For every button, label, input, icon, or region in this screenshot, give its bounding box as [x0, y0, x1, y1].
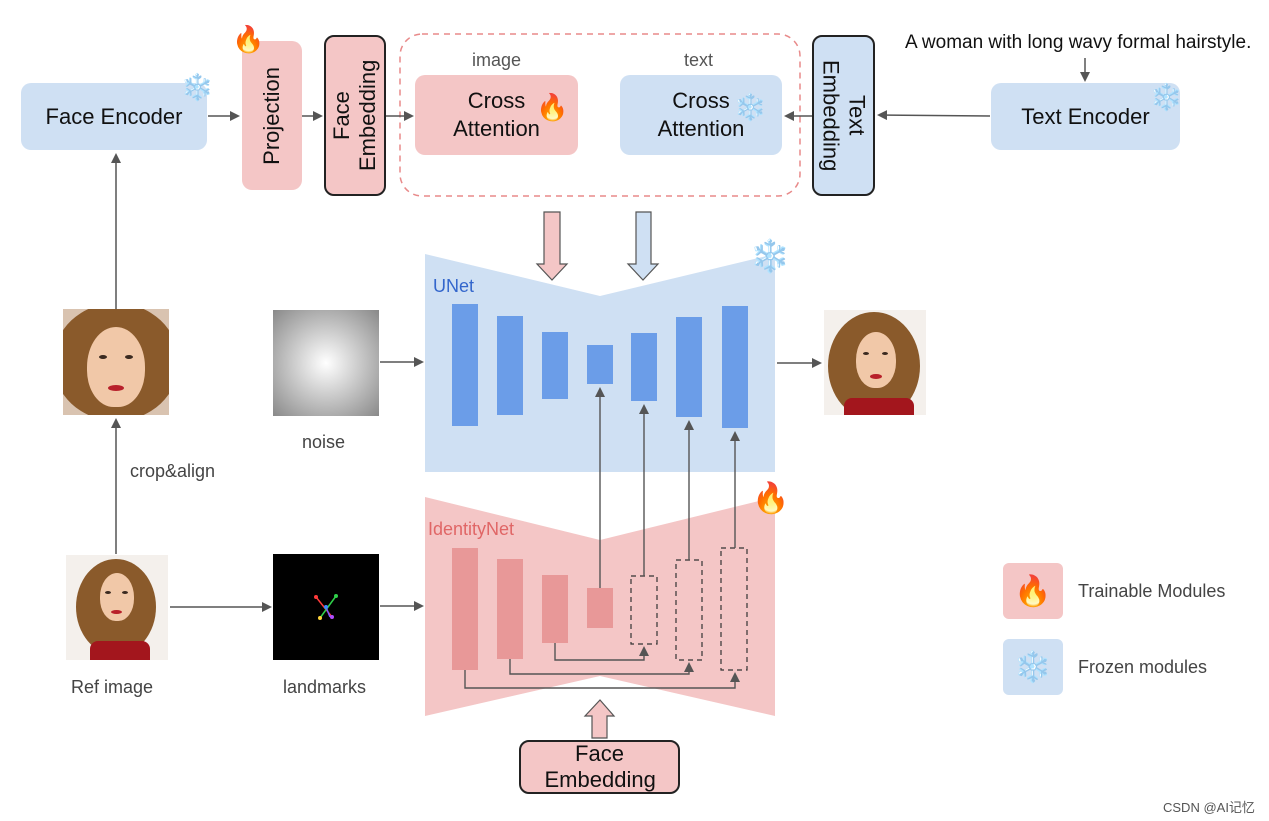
- fire-icon: 🔥: [536, 92, 569, 122]
- unet-label: UNet: [433, 276, 475, 296]
- aligned-face-image: [63, 309, 169, 415]
- snowflake-icon: ❄️: [750, 238, 790, 274]
- noise-label: noise: [302, 432, 346, 452]
- identitynet-bars: [452, 548, 613, 670]
- identity-bar: [452, 548, 478, 670]
- cross-attention-image-label: Cross Attention: [453, 88, 540, 141]
- cross-attention-image-box: Cross Attention: [415, 75, 578, 155]
- unet-bar: [452, 304, 478, 426]
- unet-bar: [497, 316, 523, 415]
- text-encoder-label: Text Encoder: [1021, 103, 1150, 129]
- legend-trainable-label: Trainable Modules: [1078, 581, 1226, 601]
- identity-bar: [542, 575, 568, 643]
- identity-dashed-bar: [720, 547, 748, 671]
- identity-bar: [497, 559, 523, 659]
- face-encoder-box: Face Encoder: [21, 83, 207, 150]
- unet-bar: [542, 332, 568, 399]
- cross-attention-group: [399, 33, 801, 197]
- residual-arrows: [595, 387, 740, 588]
- unet-bar: [631, 333, 657, 401]
- ref-face-image: [66, 555, 168, 660]
- text-label: text: [684, 50, 714, 70]
- face-encoder-label: Face Encoder: [45, 103, 183, 129]
- landmarks-label: landmarks: [283, 677, 367, 697]
- face-embedding-bottom-label: Face Embedding: [544, 741, 656, 792]
- face-embedding-top-label: Face Embedding: [329, 59, 380, 172]
- fire-icon: 🔥: [752, 482, 790, 515]
- noise-image: [273, 310, 379, 416]
- legend-trainable-swatch: 🔥: [1003, 563, 1063, 619]
- text-embedding-label: Text Embedding: [818, 59, 870, 172]
- snowflake-icon: ❄️: [181, 72, 214, 102]
- cross-attention-text-label: Cross Attention: [657, 88, 745, 141]
- legend-frozen-label: Frozen modules: [1078, 657, 1208, 677]
- image-attention-arrow: [535, 211, 569, 281]
- crop-align-label: crop&align: [130, 461, 216, 481]
- identity-skip-lines: [464, 643, 740, 689]
- prompt-text: A woman with long wavy formal hairstyle.: [905, 32, 1252, 53]
- unet-bar: [587, 345, 613, 384]
- left-arrows: [111, 153, 822, 612]
- text-attention-arrow: [626, 211, 660, 281]
- unet-bar: [676, 317, 702, 417]
- identity-bar: [587, 588, 613, 628]
- identitynet-label: IdentityNet: [428, 519, 515, 539]
- snowflake-icon: ❄️: [1014, 650, 1052, 684]
- snowflake-icon: ❄️: [734, 92, 767, 122]
- ref-image-label: Ref image: [71, 677, 154, 697]
- fire-icon: 🔥: [232, 24, 265, 54]
- image-label: image: [472, 50, 522, 70]
- output-face-image: [824, 310, 926, 415]
- face-embedding-top-box: Face Embedding: [324, 35, 386, 196]
- watermark: CSDN @AI记忆: [1163, 800, 1255, 815]
- unet-bar: [722, 306, 748, 428]
- snowflake-icon: ❄️: [1150, 82, 1183, 112]
- projection-label: Projection: [259, 66, 284, 165]
- unet-bars: [452, 304, 748, 428]
- text-encoder-box: Text Encoder: [991, 83, 1180, 150]
- legend-frozen-swatch: ❄️: [1003, 639, 1063, 695]
- text-embedding-box: Text Embedding: [812, 35, 875, 196]
- face-embedding-up-arrow: [583, 699, 616, 739]
- projection-box: Projection: [242, 41, 302, 190]
- cross-attention-text-box: Cross Attention: [620, 75, 782, 155]
- fire-icon: 🔥: [1014, 574, 1052, 608]
- landmark-points: [314, 594, 338, 620]
- top-arrows: [208, 58, 1090, 121]
- face-embedding-bottom-box: Face Embedding: [519, 740, 680, 794]
